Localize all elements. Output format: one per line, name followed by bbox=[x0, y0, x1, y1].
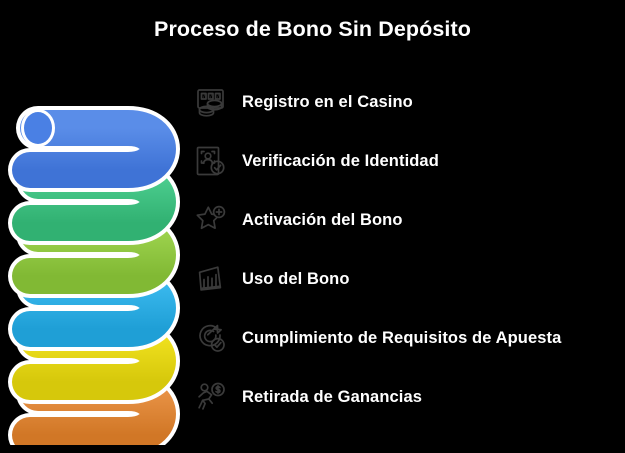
step-label-4: Uso del Bono bbox=[242, 270, 350, 288]
page-title: Proceso de Bono Sin Depósito bbox=[154, 17, 471, 41]
person-money-icon bbox=[188, 375, 234, 419]
step-row-3[interactable]: Activación del Bono bbox=[188, 198, 625, 242]
step-label-5: Cumplimiento de Requisitos de Apuesta bbox=[242, 329, 562, 347]
coiled-spiral-graphic bbox=[8, 60, 188, 453]
step-row-1[interactable]: 7 7 7 Registro en el Casino bbox=[188, 80, 625, 124]
step-row-2[interactable]: Verificación de Identidad bbox=[188, 139, 625, 183]
step-label-1: Registro en el Casino bbox=[242, 93, 413, 111]
slot-machine-coins-icon: 7 7 7 bbox=[188, 80, 234, 124]
steps-list: 7 7 7 Registro en el Casino bbox=[188, 80, 625, 440]
id-card-verified-icon bbox=[188, 139, 234, 183]
star-plus-icon bbox=[188, 198, 234, 242]
bar-chart-icon bbox=[188, 257, 234, 301]
step-label-2: Verificación de Identidad bbox=[242, 152, 439, 170]
step-row-5[interactable]: Cumplimiento de Requisitos de Apuesta bbox=[188, 316, 625, 360]
target-check-icon bbox=[188, 316, 234, 360]
step-row-6[interactable]: Retirada de Ganancias bbox=[188, 375, 625, 419]
step-label-3: Activación del Bono bbox=[242, 211, 403, 229]
svg-text:7: 7 bbox=[202, 94, 205, 100]
svg-text:7: 7 bbox=[216, 94, 219, 100]
svg-text:7: 7 bbox=[209, 94, 212, 100]
step-label-6: Retirada de Ganancias bbox=[242, 388, 423, 406]
step-row-4[interactable]: Uso del Bono bbox=[188, 257, 625, 301]
